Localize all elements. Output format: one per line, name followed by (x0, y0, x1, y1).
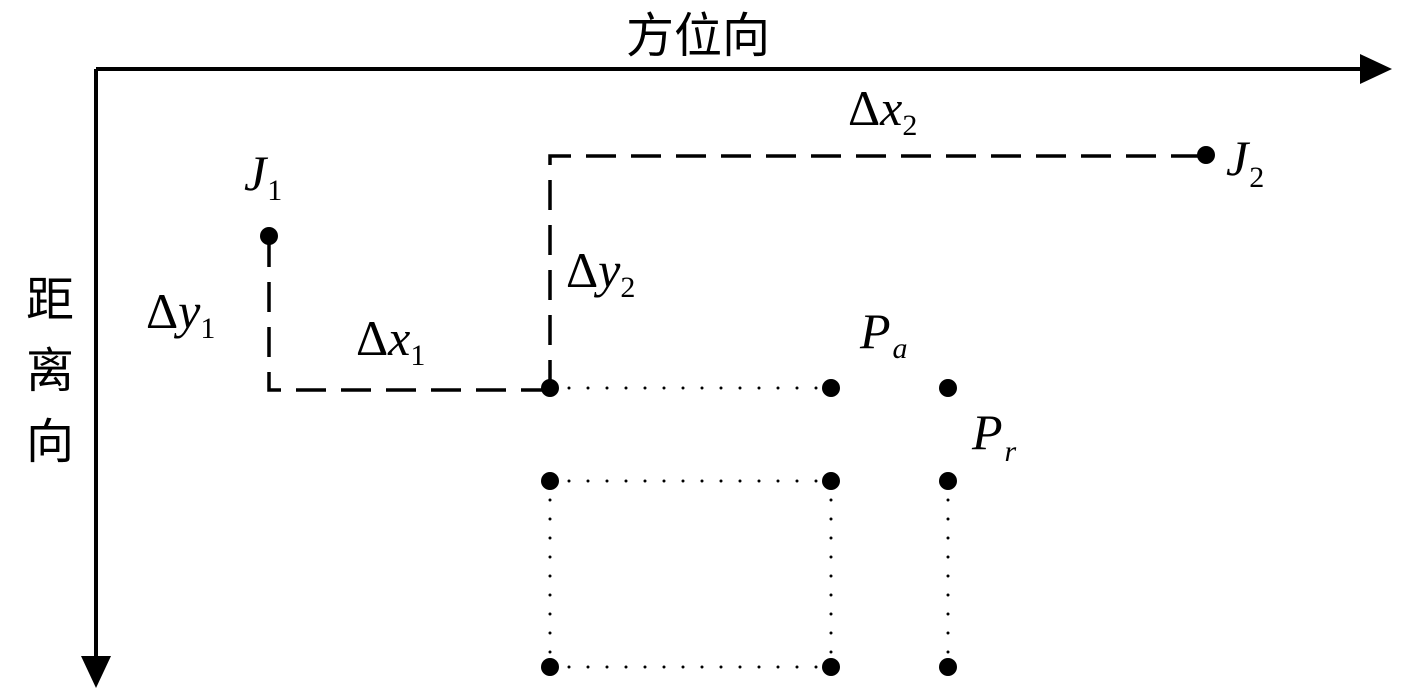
label-dx2-var: x (879, 80, 902, 136)
range-axis-title-char-1: 距 (26, 272, 74, 328)
label-dx1-var: x (387, 310, 410, 366)
label-dy1: Δy1 (146, 283, 215, 345)
label-j2-symbol: J (1226, 130, 1251, 186)
label-pr-symbol: P (971, 404, 1003, 460)
label-dy1-delta: Δ (146, 283, 178, 339)
point-top-far-right (939, 379, 957, 397)
label-pa-symbol: P (859, 303, 891, 359)
point-j2 (1197, 146, 1215, 164)
label-dx1-subscript: 1 (410, 339, 425, 372)
point-pa (822, 379, 840, 397)
label-dx1: Δx1 (356, 310, 425, 372)
dotted-grid (548, 386, 950, 669)
point-j1 (260, 227, 278, 245)
label-dx1-delta: Δ (356, 310, 388, 366)
label-pa: Pa (859, 303, 908, 365)
label-j1-subscript: 1 (267, 174, 282, 207)
j2-offset-path (548, 154, 1206, 390)
point-grid-3 (541, 658, 559, 676)
axes (81, 54, 1392, 688)
j1-offset-path (267, 237, 550, 392)
point-grid-2 (822, 472, 840, 490)
offset-paths (267, 154, 1206, 392)
label-pa-subscript: a (893, 332, 908, 365)
label-dy2: Δy2 (566, 242, 635, 304)
azimuth-axis-arrowhead (1360, 54, 1392, 84)
label-j2-subscript: 2 (1249, 161, 1264, 194)
label-dy2-subscript: 2 (620, 271, 635, 304)
label-dx2-delta: Δ (848, 80, 880, 136)
label-dx2: Δx2 (848, 80, 917, 142)
range-axis-title-char-2: 离 (26, 343, 74, 399)
label-j2: J2 (1226, 130, 1264, 194)
azimuth-axis-title: 方位向 (626, 8, 770, 64)
label-dx2-subscript: 2 (902, 109, 917, 142)
range-axis-arrowhead (81, 656, 111, 688)
label-dy2-var: y (593, 242, 621, 298)
label-pr: Pr (971, 404, 1017, 468)
label-j1: J1 (244, 145, 282, 207)
point-pr (939, 472, 957, 490)
points (260, 146, 1215, 676)
label-dy2-delta: Δ (566, 242, 598, 298)
range-axis-title-char-3: 向 (26, 414, 74, 470)
point-origin (541, 379, 559, 397)
label-dy1-var: y (173, 283, 201, 339)
label-j1-symbol: J (244, 145, 269, 201)
range-axis-title: 距 离 向 (26, 272, 74, 470)
point-grid-4 (822, 658, 840, 676)
label-pr-subscript: r (1005, 435, 1017, 468)
point-grid-1 (541, 472, 559, 490)
point-grid-5 (939, 658, 957, 676)
label-dy1-subscript: 1 (200, 312, 215, 345)
